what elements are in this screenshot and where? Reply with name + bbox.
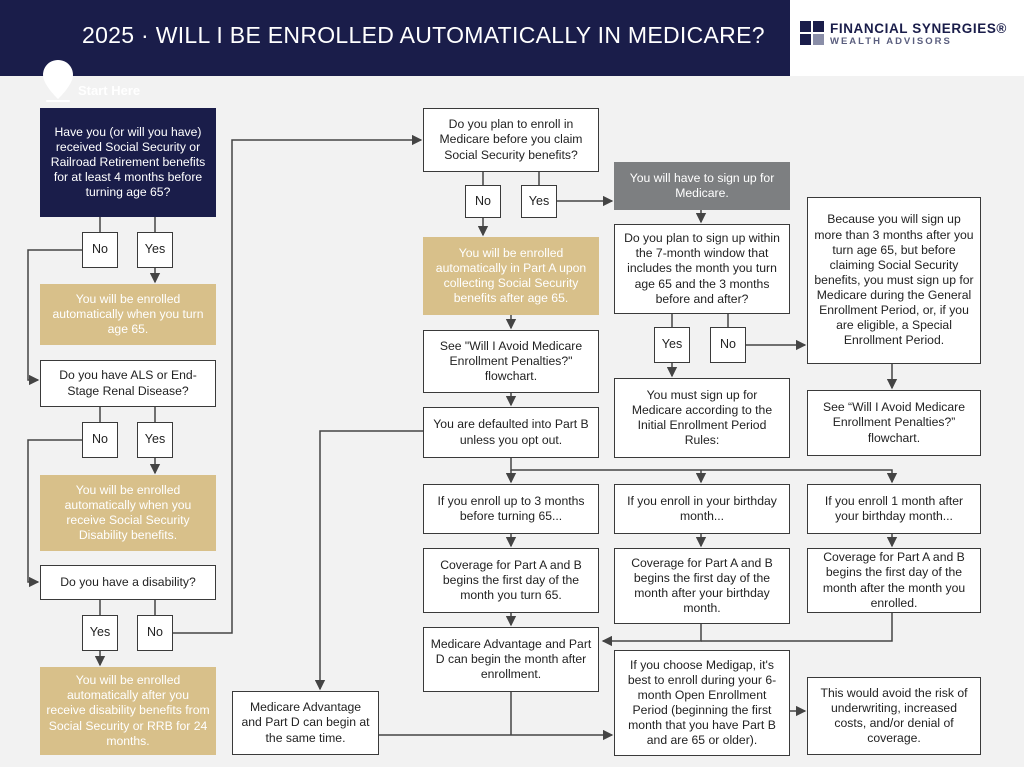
answer-yes: Yes [82,615,118,651]
answer-yes: Yes [521,185,557,218]
answer-no: No [465,185,501,218]
answer-yes: Yes [654,327,690,363]
company-logo: FINANCIAL SYNERGIES® WEALTH ADVISORS [790,0,1024,76]
initial-enrollment-period-rules: You must sign up for Medicare according … [614,378,790,458]
answer-yes: Yes [137,422,173,458]
question-als-esrd: Do you have ALS or End-Stage Renal Disea… [40,360,216,407]
avoid-underwriting-risk: This would avoid the risk of underwritin… [807,677,981,755]
answer-no: No [710,327,746,363]
answer-no: No [137,615,173,651]
result-enrolled-part-a: You will be enrolled automatically in Pa… [423,237,599,315]
question-disability: Do you have a disability? [40,565,216,600]
result-enrolled-at-65: You will be enrolled automatically when … [40,284,216,345]
page-title: 2025 · WILL I BE ENROLLED AUTOMATICALLY … [82,22,765,48]
start-here-label: Start Here [78,83,141,98]
coverage-month-after-enrolled: Coverage for Part A and B begins the fir… [807,548,981,613]
logo-mark-icon [800,21,824,45]
question-7-month-window: Do you plan to sign up within the 7-mont… [614,224,790,314]
medigap-open-enrollment: If you choose Medigap, it's best to enro… [614,650,790,756]
answer-no: No [82,422,118,458]
logo-name: FINANCIAL SYNERGIES® [830,21,1007,36]
enroll-birthday-month: If you enroll in your birthday month... [614,484,790,534]
enroll-3-months-before: If you enroll up to 3 months before turn… [423,484,599,534]
ma-part-d-month-after-enrollment: Medicare Advantage and Part D can begin … [423,627,599,692]
see-penalties-flowchart: See “Will I Avoid Medicare Enrollment Pe… [807,390,981,456]
see-penalties-flowchart: See "Will I Avoid Medicare Enrollment Pe… [423,330,599,393]
answer-no: No [82,232,118,268]
ma-part-d-same-time: Medicare Advantage and Part D can begin … [232,691,379,755]
coverage-month-turn-65: Coverage for Part A and B begins the fir… [423,548,599,613]
location-pin-icon [43,60,73,102]
enroll-1-month-after: If you enroll 1 month after your birthda… [807,484,981,534]
header-banner: 2025 · WILL I BE ENROLLED AUTOMATICALLY … [0,0,790,76]
result-enrolled-disability-benefits: You will be enrolled automatically when … [40,475,216,551]
logo-subtitle: WEALTH ADVISORS [830,36,952,47]
coverage-month-after-birthday: Coverage for Part A and B begins the fir… [614,548,790,624]
answer-yes: Yes [137,232,173,268]
must-sign-up-medicare: You will have to sign up for Medicare. [614,162,790,210]
result-enrolled-after-24-months: You will be enrolled automatically after… [40,667,216,755]
question-received-social-security: Have you (or will you have) received Soc… [40,108,216,217]
defaulted-into-part-b: You are defaulted into Part B unless you… [423,407,599,458]
question-enroll-before-claiming: Do you plan to enroll in Medicare before… [423,108,599,172]
general-enrollment-period: Because you will sign up more than 3 mon… [807,197,981,364]
